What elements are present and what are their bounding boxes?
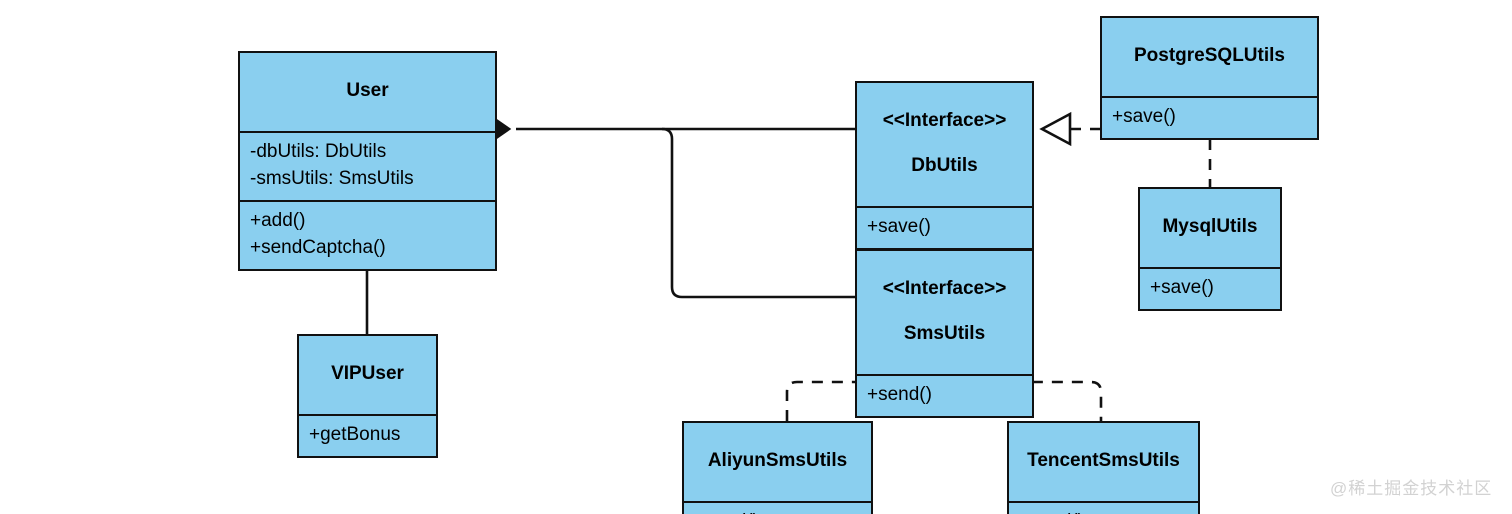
class-header-dbutils: <<Interface>> DbUtils	[857, 83, 1032, 209]
class-box-vipuser[interactable]: VIPUser +getBonus	[297, 334, 438, 459]
operation-item: +add()	[250, 210, 306, 232]
operation-item: +save()	[1150, 277, 1214, 299]
class-operations-dbutils: +save()	[857, 208, 1032, 248]
class-operations-mysqlutils: +save()	[1140, 269, 1280, 309]
class-name-user: User	[346, 80, 389, 102]
class-operations-smsutils: +send()	[857, 376, 1032, 416]
class-box-dbutils[interactable]: <<Interface>> DbUtils +save()	[855, 81, 1034, 250]
class-name-tencentsmsutils: TencentSmsUtils	[1027, 450, 1180, 472]
stereotype-label-dbutils: <<Interface>>	[882, 110, 1007, 132]
class-name-smsutils: SmsUtils	[903, 323, 986, 345]
attribute-item: -dbUtils: DbUtils	[250, 141, 387, 163]
class-header-smsutils: <<Interface>> SmsUtils	[857, 251, 1032, 377]
operation-item: +save()	[867, 216, 931, 238]
edge-user-composition	[516, 127, 855, 299]
class-header-mysqlutils: MysqlUtils	[1140, 189, 1280, 270]
class-header-postgresqlutils: PostgreSQLUtils	[1102, 18, 1317, 99]
class-operations-vipuser: +getBonus	[299, 416, 436, 456]
operation-item: +getBonus	[309, 424, 401, 446]
operation-item: +sendCaptcha()	[250, 237, 386, 259]
class-operations-user: +add() +sendCaptcha()	[240, 202, 495, 269]
class-box-postgresqlutils[interactable]: PostgreSQLUtils +save()	[1100, 16, 1319, 141]
operation-item: +send()	[1019, 509, 1188, 514]
realization-triangle-dbutils-icon	[1039, 111, 1072, 147]
class-header-tencentsmsutils: TencentSmsUtils	[1009, 423, 1198, 504]
operation-item: +send()	[694, 509, 861, 514]
class-header-aliyunsmsutils: AliyunSmsUtils	[684, 423, 871, 504]
class-name-vipuser: VIPUser	[331, 363, 404, 385]
class-operations-aliyunsmsutils: +send()	[684, 503, 871, 514]
class-name-aliyunsmsutils: AliyunSmsUtils	[707, 450, 848, 472]
class-box-smsutils[interactable]: <<Interface>> SmsUtils +send()	[855, 249, 1034, 418]
class-header-user: User	[240, 53, 495, 134]
class-operations-tencentsmsutils: +send()	[1009, 503, 1198, 514]
watermark-label: @稀土掘金技术社区	[1330, 479, 1493, 498]
class-name-postgresqlutils: PostgreSQLUtils	[1134, 45, 1285, 67]
class-box-user[interactable]: User -dbUtils: DbUtils -smsUtils: SmsUti…	[238, 51, 497, 272]
class-name-dbutils: DbUtils	[911, 155, 978, 177]
operation-item: +send()	[867, 384, 932, 406]
class-attributes-user: -dbUtils: DbUtils -smsUtils: SmsUtils	[240, 133, 495, 203]
class-operations-postgresqlutils: +save()	[1102, 98, 1317, 138]
attribute-item: -smsUtils: SmsUtils	[250, 168, 414, 190]
class-box-aliyunsmsutils[interactable]: AliyunSmsUtils +send()	[682, 421, 873, 514]
class-header-vipuser: VIPUser	[299, 336, 436, 417]
class-box-mysqlutils[interactable]: MysqlUtils +save()	[1138, 187, 1282, 312]
operation-item: +save()	[1112, 106, 1176, 128]
class-name-mysqlutils: MysqlUtils	[1162, 216, 1258, 238]
stereotype-label-smsutils: <<Interface>>	[882, 278, 1007, 300]
class-box-tencentsmsutils[interactable]: TencentSmsUtils +send()	[1007, 421, 1200, 514]
